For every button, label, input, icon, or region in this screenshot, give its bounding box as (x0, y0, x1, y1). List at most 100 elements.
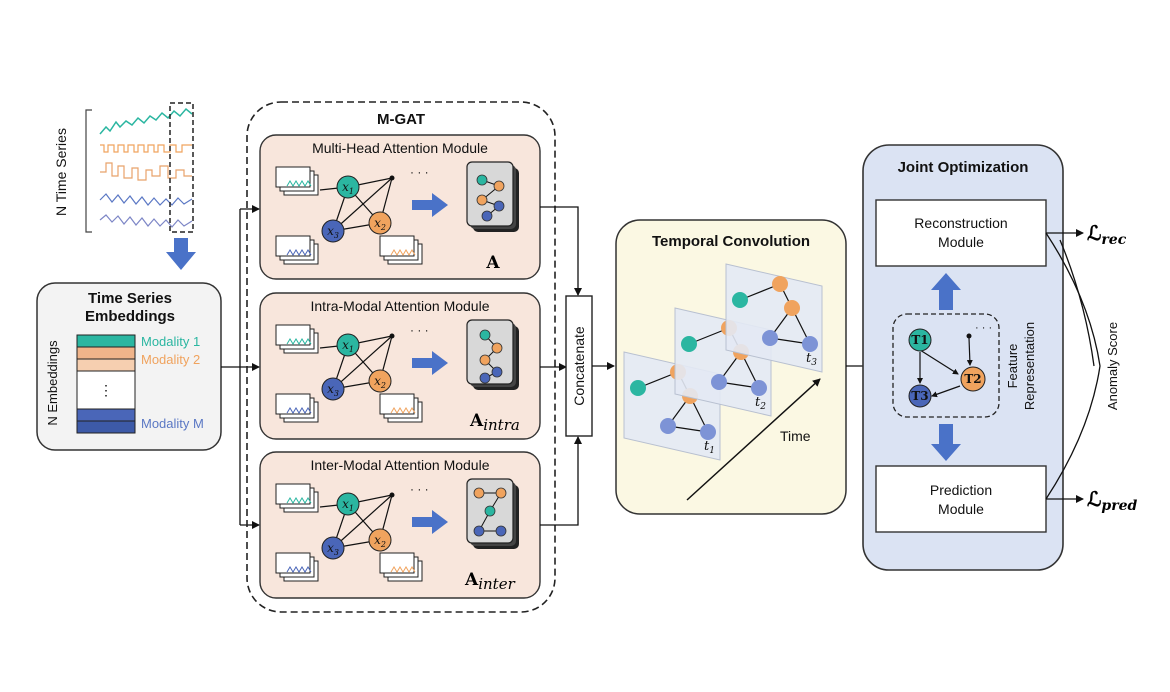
card-node (495, 525, 507, 537)
node-x1-label: x1 (342, 180, 354, 196)
module-1-input-stack-3 (379, 235, 423, 265)
blue-right-arrow-icon (412, 510, 448, 534)
joint-title: Joint Optimization (898, 159, 1029, 176)
node-t1-label: T1 (911, 333, 928, 347)
feature-graph: · · · T1 T2 T3 (908, 322, 992, 408)
modality-1-label: Modality 1 (141, 334, 200, 349)
node-x3-label: x3 (327, 382, 339, 398)
module-1-input-stack-2 (275, 235, 319, 265)
sliding-window (169, 102, 194, 233)
node-x1 (336, 175, 360, 199)
reconstruction-label-1: Reconstruction (914, 215, 1007, 231)
frame-node-blue (802, 336, 818, 352)
embedding-ellipsis: ⋮ (99, 382, 113, 398)
n-time-series-label: N Time Series (53, 128, 69, 216)
embeddings-title-line-2: Embeddings (85, 308, 175, 325)
module-2-input-stack-1 (275, 324, 319, 354)
card-node (479, 372, 491, 384)
card-node (495, 487, 507, 499)
module-2-output-card (466, 319, 519, 390)
frame-t3-label: t3 (806, 351, 817, 368)
module-hub-node (389, 492, 395, 498)
n-embeddings-label: N Embeddings (45, 340, 60, 426)
card-node (476, 174, 488, 186)
down-arrow-icon (166, 238, 196, 270)
node-x1-label: x1 (342, 497, 354, 513)
module-1-graph: · · · (319, 165, 448, 243)
embeddings-box: Time Series Embeddings N Embeddings ⋮ Mo… (36, 282, 222, 451)
series-line-orange-1 (100, 144, 192, 153)
prediction-label-2: Module (938, 501, 984, 517)
module-1-title: Multi-Head Attention Module (312, 140, 488, 156)
node-t3-label: T3 (911, 389, 928, 403)
module-2-graph: · · · (319, 323, 448, 401)
card-node (479, 329, 491, 341)
node-t1 (908, 328, 932, 352)
up-arrow-icon (931, 273, 961, 310)
module-edge (332, 335, 393, 390)
frame-node-blue (751, 380, 767, 396)
prediction-label-1: Prediction (930, 482, 992, 498)
module-2-input-stack-3 (379, 393, 423, 423)
node-x2-label: x2 (374, 533, 386, 549)
module-2-output-label: Aintra (469, 411, 520, 434)
module-dots: · · · (410, 165, 429, 179)
embeddings-to-mgat-connector (221, 205, 260, 529)
node-x2-label: x2 (374, 216, 386, 232)
embedding-row-blank (76, 370, 136, 410)
frame-node-blue (660, 418, 676, 434)
blue-right-arrow-icon (412, 193, 448, 217)
node-x3 (321, 536, 345, 560)
module-1-output-label: A (485, 253, 500, 273)
series-line-orange-2 (100, 162, 192, 181)
embeddings-title-line-1: Time Series (88, 290, 172, 307)
node-x3 (321, 377, 345, 401)
module-3-graph: · · · (319, 482, 448, 560)
module-3-title: Inter-Modal Attention Module (311, 457, 490, 473)
mgat-to-concat-connector (540, 206, 582, 526)
frame-node-teal (630, 380, 646, 396)
module-dots: · · · (410, 482, 429, 496)
mgat-container: M-GAT (246, 101, 556, 613)
frame-t1-label: t1 (704, 439, 715, 456)
node-x1 (336, 333, 360, 357)
module-3-output-card (466, 478, 519, 549)
module-edge (332, 494, 393, 549)
module-3-input-stack-3 (379, 552, 423, 582)
loss-rec-label: ℒrec (1087, 221, 1127, 248)
card-node (484, 505, 496, 517)
series-line-blue-2 (99, 214, 193, 228)
module-edge (332, 177, 393, 232)
frame-node-orange (784, 300, 800, 316)
outputs (1045, 229, 1101, 503)
module-2-title: Intra-Modal Attention Module (311, 298, 490, 314)
time-axis-arrow (686, 378, 821, 501)
node-t2 (960, 366, 986, 392)
node-x3-label: x3 (327, 541, 339, 557)
modality-2-label: Modality 2 (141, 352, 200, 367)
concatenate-block: Concatenate (565, 295, 593, 437)
node-x2 (368, 528, 392, 552)
node-t3 (908, 384, 932, 408)
feature-label-2: Representation (1022, 322, 1037, 410)
embedding-row-teal (76, 334, 136, 348)
module-hub-node (389, 175, 395, 181)
down-arrow-icon-2 (931, 424, 961, 461)
module-dots: · · · (410, 323, 429, 337)
node-t2-label: T2 (964, 372, 981, 386)
module-3-output-label: Ainter (464, 570, 516, 593)
embedding-row-orange-light (76, 358, 136, 372)
time-series-input: N Time Series (53, 102, 196, 270)
modality-m-label: Modality M (141, 416, 204, 431)
feature-graph-box (892, 313, 1000, 418)
joint-optimization-block: Joint Optimization Reconstruction Module… (862, 144, 1064, 571)
node-x2-label: x2 (374, 374, 386, 390)
card-node (491, 342, 503, 354)
embedding-row-blue (76, 408, 136, 422)
frame-node-blue (762, 330, 778, 346)
node-x2 (368, 211, 392, 235)
node-x1 (336, 492, 360, 516)
frame-node-teal (732, 292, 748, 308)
